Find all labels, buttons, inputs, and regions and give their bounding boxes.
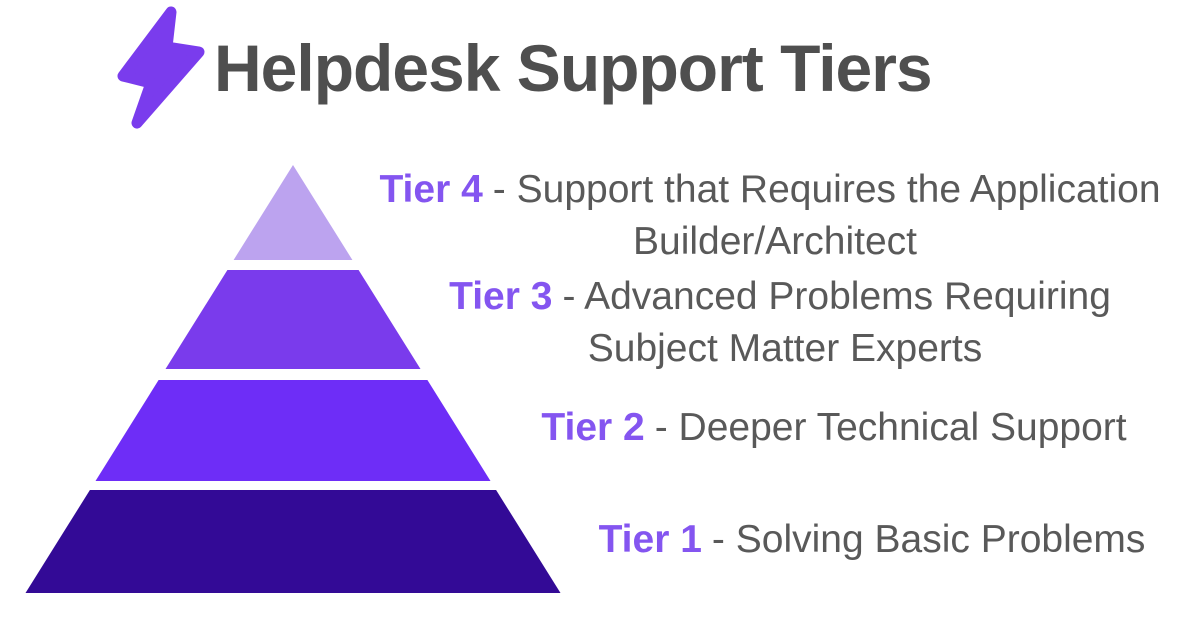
tier-2-description: - Deeper Technical Support — [654, 406, 1127, 449]
tier-4-label: Tier 4 — [379, 168, 483, 211]
tier-4-description: - Support that Requires the Application — [492, 168, 1161, 211]
tier-3-description: - Advanced Problems Requiring — [562, 275, 1111, 318]
tier-3-line-1: Tier 3- Advanced Problems Requiring — [380, 271, 1180, 323]
tier-4-line-2: Builder/Architect — [320, 216, 1200, 268]
tier-3-text-block: Tier 3- Advanced Problems Requiring Subj… — [380, 271, 1180, 375]
tier-2-label: Tier 2 — [541, 406, 645, 449]
tier-1-text-block: Tier 1- Solving Basic Problems — [542, 514, 1200, 566]
tier-2-text-block: Tier 2- Deeper Technical Support — [454, 402, 1200, 454]
tier-3-line-2: Subject Matter Experts — [380, 323, 1180, 375]
page-title: Helpdesk Support Tiers — [214, 31, 933, 105]
tier-3-description-continued: Subject Matter Experts — [587, 327, 983, 370]
tier-3-label: Tier 3 — [449, 275, 553, 318]
tier-4-text-block: Tier 4- Support that Requires the Applic… — [320, 164, 1200, 268]
tier-1-line-1: Tier 1- Solving Basic Problems — [542, 514, 1200, 566]
pyramid-tier-3-segment — [165, 270, 421, 369]
lightning-bolt-icon — [117, 6, 205, 129]
pyramid-tier-4-segment — [233, 165, 353, 260]
lightning-bolt-shape — [117, 6, 205, 129]
tier-1-description: - Solving Basic Problems — [711, 518, 1146, 561]
pyramid-tier-1-segment — [25, 490, 561, 593]
tier-4-description-continued: Builder/Architect — [633, 220, 917, 263]
tier-2-line-1: Tier 2- Deeper Technical Support — [454, 402, 1200, 454]
tier-1-label: Tier 1 — [598, 518, 702, 561]
pyramid-tier-2-segment — [95, 380, 491, 481]
tier-4-line-1: Tier 4- Support that Requires the Applic… — [320, 164, 1200, 216]
